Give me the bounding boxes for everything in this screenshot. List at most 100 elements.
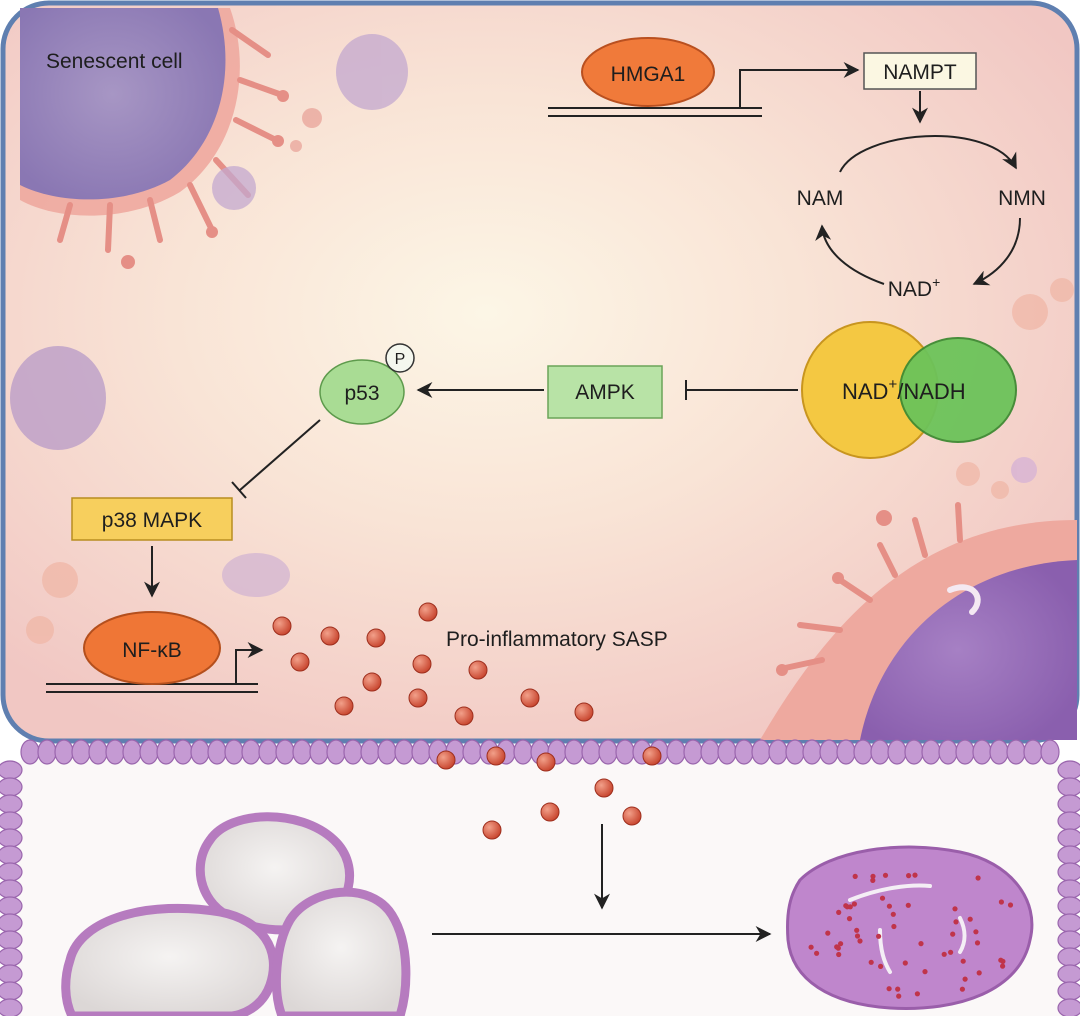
membrane-bead <box>462 739 482 765</box>
fibrotic-dot <box>973 929 979 935</box>
membrane-bead <box>683 739 703 765</box>
p38-mapk-label: p38 MAPK <box>102 509 202 532</box>
fibrotic-dot <box>922 969 928 975</box>
sasp-factor-dot <box>334 696 354 716</box>
membrane-bead <box>37 739 57 765</box>
nmn-label: NMN <box>998 187 1046 210</box>
membrane-bead <box>360 739 380 765</box>
membrane-bead <box>0 760 23 780</box>
sasp-factor-dot <box>290 652 310 672</box>
fibrotic-dot <box>852 873 858 880</box>
membrane-bead <box>1057 760 1080 780</box>
membrane-bead <box>173 739 193 765</box>
membrane-bead <box>870 739 890 765</box>
sasp-factor-dot <box>468 660 488 680</box>
membrane-bead <box>1057 879 1080 899</box>
fibrotic-dots <box>808 872 1014 999</box>
membrane-bead <box>241 739 261 765</box>
membrane-bead <box>0 998 23 1016</box>
fibrotic-dot <box>857 938 863 944</box>
fibrotic-dot <box>876 933 882 939</box>
membrane-bead <box>581 739 601 765</box>
membrane-bead <box>938 739 958 765</box>
membrane-bead <box>0 828 23 848</box>
membrane-bead <box>785 739 805 765</box>
phospho-icon <box>385 343 415 373</box>
fibrotic-dot <box>967 916 973 922</box>
fibrotic-tissue <box>786 845 1034 1010</box>
sasp-factor-dot <box>520 688 540 708</box>
hmga1-label: HMGA1 <box>611 63 686 86</box>
membrane-bead <box>309 739 329 765</box>
fibrotic-dot <box>941 951 947 957</box>
membrane-bead <box>1057 777 1080 797</box>
fibrotic-dot <box>808 944 814 950</box>
membrane-bead <box>1057 930 1080 950</box>
membrane-bead <box>1057 794 1080 814</box>
alveolus-left <box>61 903 278 1016</box>
membrane-bead <box>1057 981 1080 1001</box>
sasp-factor-dot <box>536 752 556 772</box>
fibrotic-dot <box>1007 902 1014 908</box>
fibrotic-dot <box>836 909 842 916</box>
membrane-bead <box>802 739 822 765</box>
fibrotic-dot <box>854 933 861 939</box>
membrane-bead <box>904 739 924 765</box>
fibrotic-dot <box>976 970 982 976</box>
senescent-cell-label: Senescent cell <box>46 50 183 73</box>
fibrotic-dot <box>952 906 958 912</box>
fibrotic-dot <box>814 950 820 956</box>
membrane-bead <box>0 896 23 916</box>
membrane-bead <box>751 739 771 765</box>
p38-mapk-node <box>71 497 233 541</box>
ampk-label: AMPK <box>575 381 635 404</box>
alveolus-right <box>271 887 411 1016</box>
membrane-bead <box>836 739 856 765</box>
fibrotic-dot <box>836 951 842 958</box>
membrane-bead <box>1057 947 1080 967</box>
membrane-bead <box>768 739 788 765</box>
membrane-bead <box>1057 862 1080 882</box>
fibrotic-dot <box>886 903 893 909</box>
membrane-bead <box>1057 896 1080 916</box>
sasp-factor-dot <box>594 778 614 798</box>
fibrotic-dot <box>998 899 1005 905</box>
nfkb-node <box>83 611 221 685</box>
membrane-bead <box>54 739 74 765</box>
sasp-factor-dot <box>482 820 502 840</box>
fibrotic-dot <box>959 986 966 992</box>
sasp-factors <box>272 602 662 840</box>
membrane-bead <box>411 739 431 765</box>
membrane-bead <box>122 739 142 765</box>
fibrotic-dot <box>1000 958 1006 965</box>
membrane-bead <box>1057 964 1080 984</box>
membrane-bead <box>1040 739 1060 765</box>
membrane-bead <box>105 739 125 765</box>
membrane-bead <box>0 777 23 797</box>
fibrotic-dot <box>886 986 892 992</box>
fibrotic-dot <box>948 949 954 955</box>
sasp-factor-dot <box>366 628 386 648</box>
fibrotic-dot <box>962 976 968 982</box>
membrane-bead <box>0 964 23 984</box>
sasp-factor-dot <box>622 806 642 826</box>
hmga1-node <box>581 37 715 107</box>
nampt-label: NAMPT <box>883 61 957 84</box>
fibrotic-dot <box>918 941 924 947</box>
fibrotic-dot <box>851 901 858 907</box>
membrane-bead <box>734 739 754 765</box>
fibrotic-dot <box>825 930 831 936</box>
fibrotic-dot <box>895 986 901 992</box>
membrane-bead <box>326 739 346 765</box>
membrane-bead <box>853 739 873 765</box>
membrane-bead <box>615 739 635 765</box>
nadh-circle <box>899 337 1017 443</box>
fibrotic-dot <box>906 873 912 879</box>
nfkb-label: NF-κB <box>122 639 182 662</box>
fibrotic-dot <box>902 960 908 966</box>
membrane-bead <box>989 739 1009 765</box>
membrane-bead <box>1057 913 1080 933</box>
nad-salvage-cycle <box>815 135 1021 286</box>
nam-label: NAM <box>797 187 844 210</box>
sasp-factor-dot <box>454 706 474 726</box>
